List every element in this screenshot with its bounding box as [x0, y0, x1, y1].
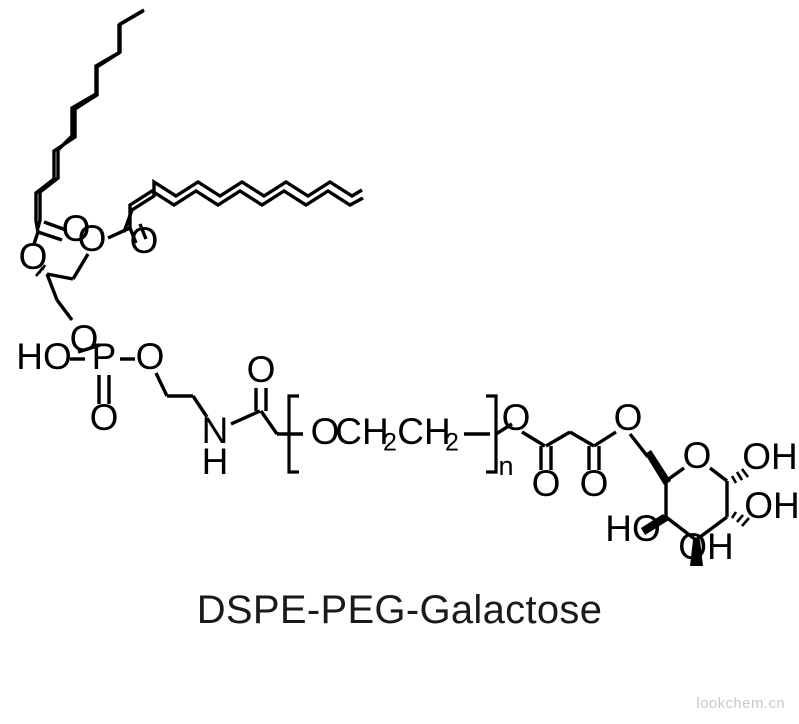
carbonyl-oxygen-1: O: [62, 208, 91, 249]
amide-nitrogen-label: N: [202, 410, 229, 451]
wedge-c4-oh: [641, 514, 669, 535]
wedge-c6-c5: [645, 450, 671, 485]
phosphoryl-oxygen-label: O: [90, 397, 119, 438]
malonate-carbonyl-oxygen-right: O: [580, 463, 609, 504]
malonate-diester: [495, 422, 617, 470]
amide-hydrogen-label: H: [202, 441, 229, 482]
peg-ch-label-2: CH: [397, 411, 450, 452]
stereo-hash-c1: [730, 468, 750, 484]
phosphoester-oxygen: O: [70, 318, 99, 359]
phosphate-hydroxyl-label: HO: [16, 336, 72, 377]
galactose-oh-c3: OH: [678, 526, 734, 567]
malonate-ester-oxygen-right: O: [614, 397, 643, 438]
galactopyranose-ring: [664, 466, 729, 542]
peg-repeat-unit: O CH 2 CH 2: [311, 411, 490, 457]
peg-repeat-subscript: n: [498, 451, 513, 481]
stereo-hash-glycerol: [35, 264, 47, 277]
amide-carbonyl-oxygen: O: [247, 349, 276, 390]
malonate-ester-oxygen-left: O: [502, 397, 531, 438]
peg-left-bracket: [287, 394, 299, 474]
galactose-c6-linker: [628, 432, 671, 485]
peg-oxygen-label: O: [311, 411, 340, 452]
galactose-oh-c1: OH: [742, 436, 798, 477]
stereo-hash-c2: [730, 511, 750, 527]
amide-carbonyl: [230, 388, 303, 436]
watermark: lookchem.cn: [696, 695, 785, 712]
peg-subscript-1: 2: [383, 429, 397, 457]
page-title: DSPE-PEG-Galactose: [196, 588, 603, 632]
phosphate-group: [70, 343, 135, 404]
wedge-c3-oh: [690, 540, 703, 566]
stearoyl-chain-1-zigzag: [34, 9, 144, 233]
carbonyl-oxygen-2: O: [130, 220, 159, 261]
pyranose-ring-oxygen: O: [683, 435, 712, 476]
phosphate-ester-oxygen-label: O: [136, 336, 165, 377]
stearoyl-chain-2-corrected: [128, 188, 364, 228]
peg-subscript-2: 2: [445, 429, 459, 457]
ester-carbonyl-1: [32, 220, 67, 245]
malonate-carbonyl-oxygen-left: O: [532, 463, 561, 504]
glycerol-backbone: [45, 253, 90, 322]
galactose-ho-c4: HO: [605, 508, 661, 549]
ester-carbonyl-2: [107, 223, 148, 244]
ethanolamine-linker: [154, 372, 209, 418]
peg-ch-label-1: CH: [335, 411, 388, 452]
galactose-oh-c2: OH: [744, 485, 799, 526]
stearoyl-chain-2: [122, 178, 363, 233]
phosphorus-label: P: [92, 336, 117, 377]
ester-oxygen-2: O: [78, 218, 107, 259]
stearoyl-chain-1: [36, 8, 145, 229]
